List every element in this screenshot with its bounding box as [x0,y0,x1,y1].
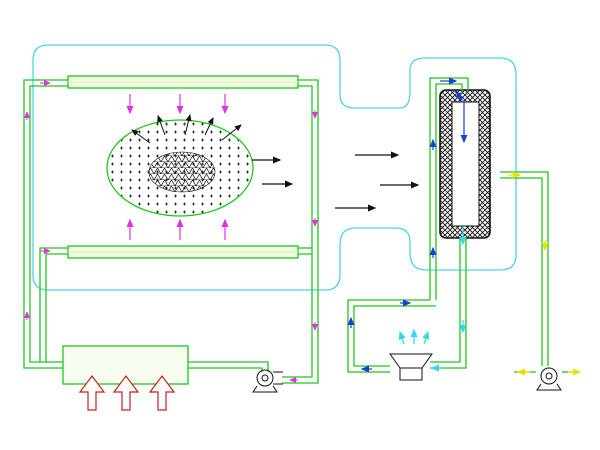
air-arrows-up [126,218,229,240]
chamber-outline [32,44,517,291]
airflow-arrows [252,151,420,212]
condenser-coil [439,89,491,239]
condensate-arrows [398,226,467,372]
upper-air-channel [67,75,299,89]
up-arrow-outline-icon [112,375,140,411]
separator-icon [389,353,433,381]
material-core [148,151,216,193]
lower-air-channel [67,245,299,259]
left-ductwork [23,79,319,384]
duct-flow-arrows [24,80,318,383]
moisture-arrows [131,114,242,144]
refrigerant-flow-arrows [347,77,468,373]
air-arrows-down [126,94,229,115]
up-arrow-outline-icon [148,375,176,411]
up-arrow-outline-icon [78,375,106,411]
fan-icon [536,367,562,391]
fan-icon [252,369,283,393]
material-pile [106,119,254,217]
outlet-arrows [508,171,582,376]
heater-intake-arrows [78,375,176,411]
